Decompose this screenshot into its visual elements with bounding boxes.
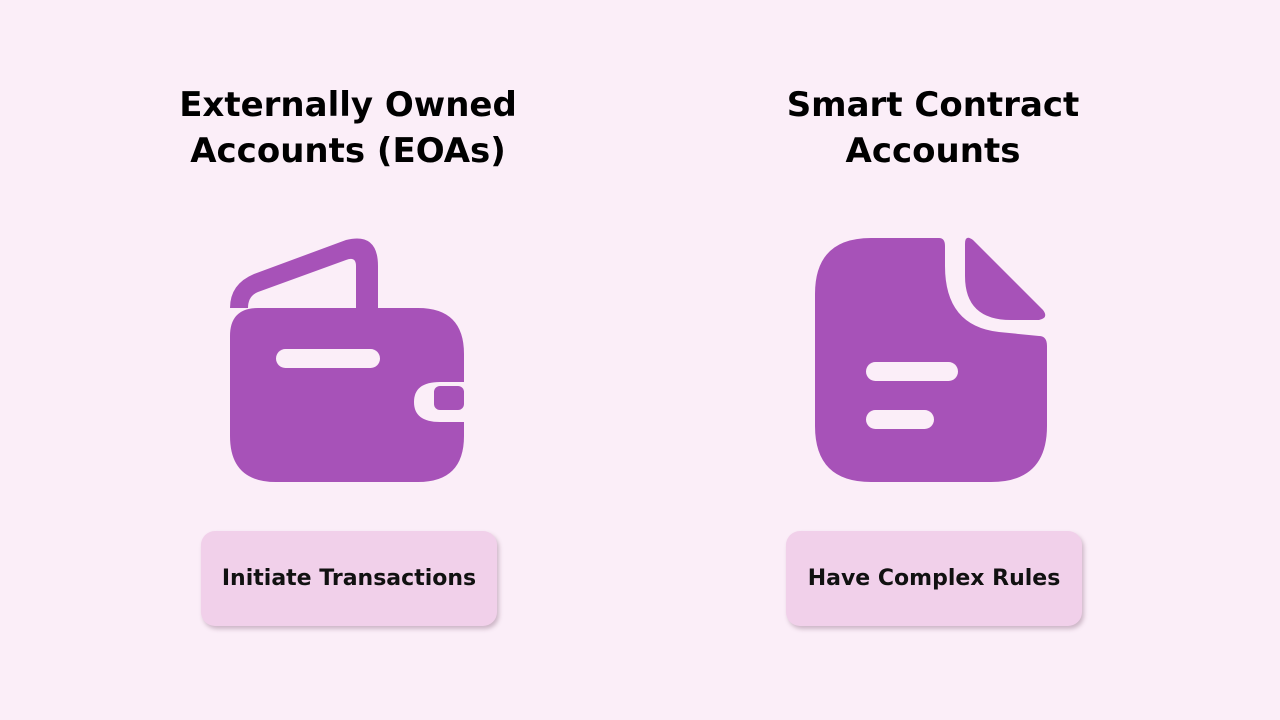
eoa-title: Externally Owned Accounts (EOAs): [98, 82, 598, 174]
eoa-title-line1: Externally Owned: [179, 85, 517, 125]
smart-contract-title-line1: Smart Contract: [786, 85, 1080, 125]
smart-contract-column: Smart Contract Accounts Have Complex Rul…: [683, 0, 1183, 720]
complex-rules-badge: Have Complex Rules: [786, 531, 1082, 626]
smart-contract-title-line2: Accounts: [845, 131, 1021, 171]
smart-contract-title: Smart Contract Accounts: [683, 82, 1183, 174]
initiate-transactions-badge: Initiate Transactions: [201, 531, 497, 626]
eoa-title-line2: Accounts (EOAs): [190, 131, 506, 171]
document-icon: [683, 236, 1183, 486]
wallet-icon: [98, 236, 598, 486]
eoa-column: Externally Owned Accounts (EOAs) Initiat…: [98, 0, 598, 720]
